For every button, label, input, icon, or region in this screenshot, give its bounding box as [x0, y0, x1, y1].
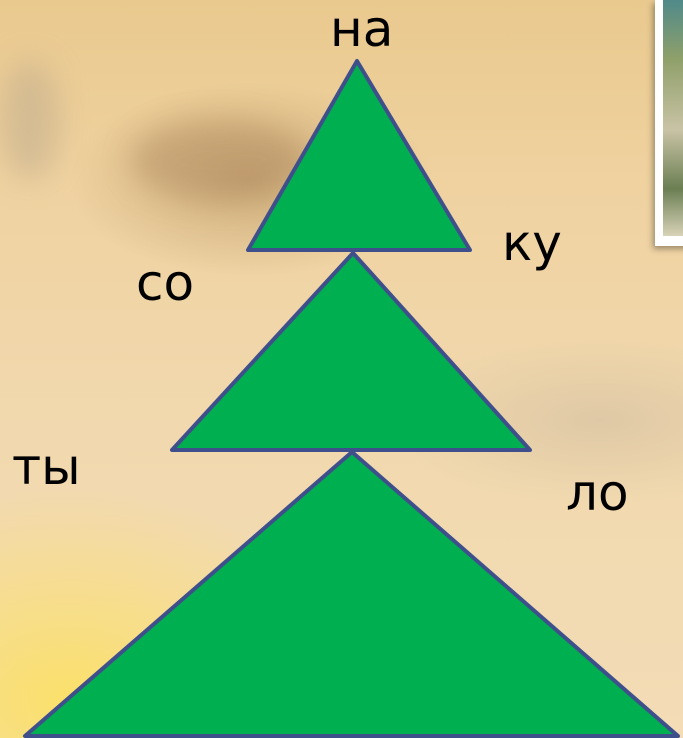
syllable-right-upper: ку [502, 218, 562, 268]
top-triangle [248, 61, 470, 250]
syllable-left-lower: ты [12, 442, 81, 492]
syllable-right-lower: ло [566, 468, 629, 518]
syllable-left-upper: со [136, 258, 194, 308]
middle-triangle [172, 253, 530, 450]
syllable-top: на [330, 4, 393, 54]
